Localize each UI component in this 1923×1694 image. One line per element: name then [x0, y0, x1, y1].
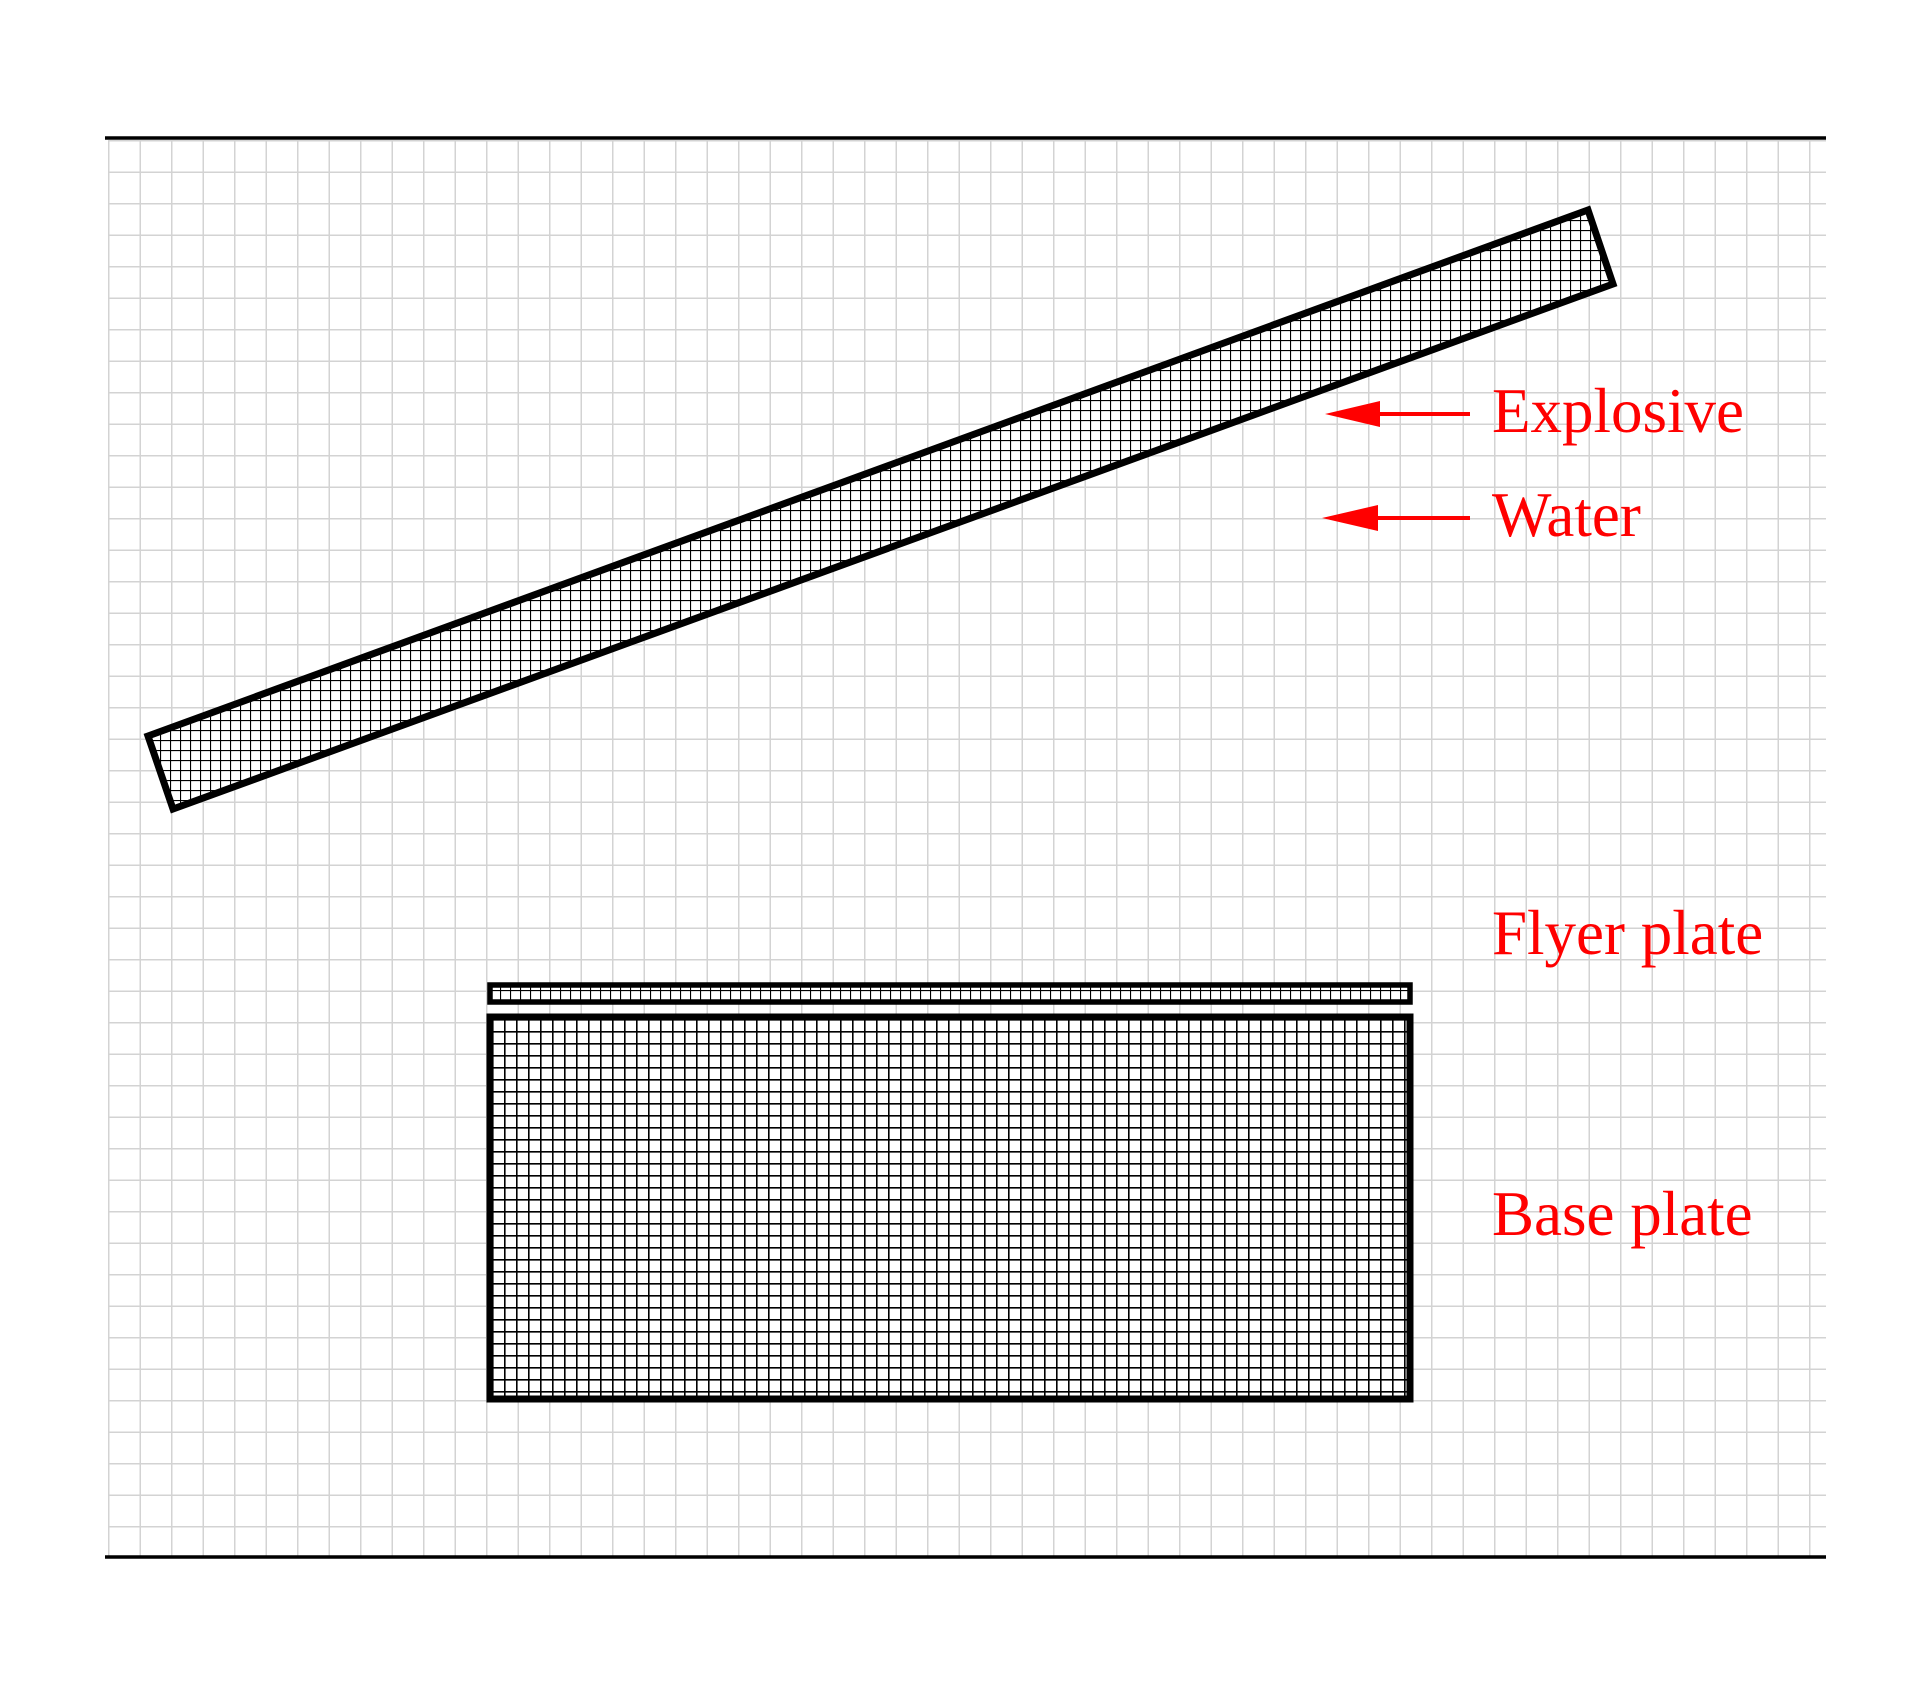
- base-plate: [486, 1013, 1414, 1403]
- water-arrow: [1322, 505, 1470, 531]
- base-plate-label: Base plate: [1492, 1179, 1753, 1249]
- explosive-label: Explosive: [1492, 376, 1744, 446]
- explosive-layer: [143, 205, 1618, 814]
- flyer-plate-label: Flyer plate: [1492, 898, 1763, 968]
- explosive-arrow: [1325, 401, 1470, 427]
- water-label: Water: [1492, 480, 1641, 550]
- flyer-plate: [487, 982, 1413, 1005]
